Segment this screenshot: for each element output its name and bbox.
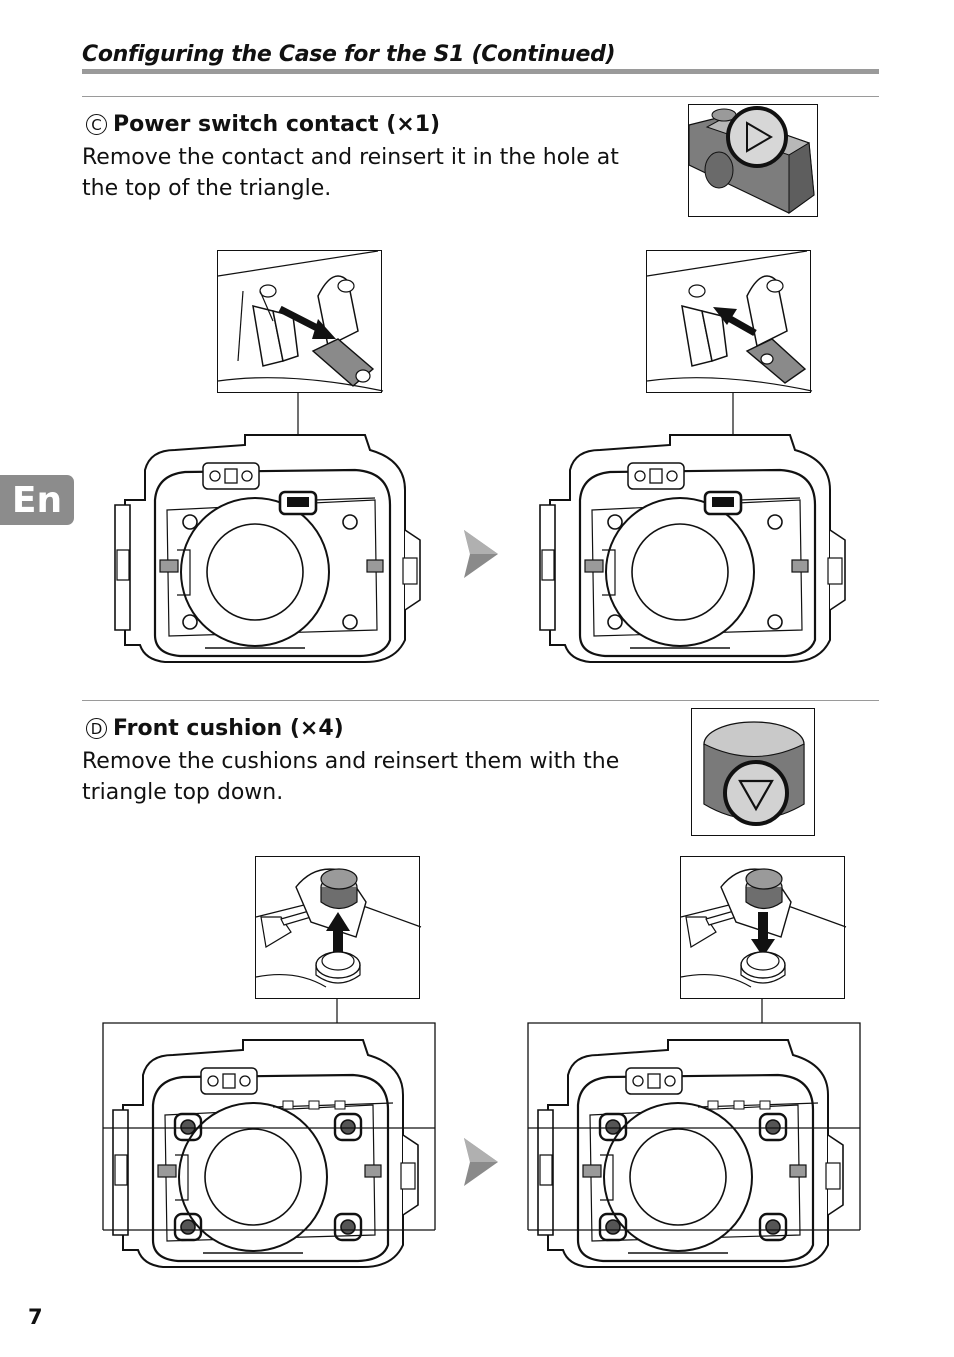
case-front-before xyxy=(114,434,421,663)
arrow-right-icon xyxy=(464,530,498,578)
cushion-detail-drawing xyxy=(703,721,805,826)
contact-removal-drawing xyxy=(217,250,384,392)
divider xyxy=(82,96,879,97)
case-cushions-before xyxy=(112,1039,419,1268)
section-d-body: Remove the cushions and reinsert them wi… xyxy=(82,749,620,805)
triangle-mark-icon xyxy=(738,779,774,812)
section-c-title: Power switch contact (×1) xyxy=(113,112,441,137)
contact-insertion-drawing xyxy=(646,250,813,392)
section-d-heading: D Front cushion (×4) xyxy=(86,716,344,741)
language-tab: En xyxy=(0,475,74,525)
cushion-detail-illustration xyxy=(691,708,815,836)
cushion-callout-frame xyxy=(527,1022,861,1231)
contact-detail-drawing xyxy=(688,106,815,214)
cushion-removal-drawing xyxy=(255,868,422,988)
triangle-mark-icon xyxy=(746,121,773,153)
contact-removal-closeup xyxy=(217,250,384,393)
leader-line xyxy=(761,999,763,1023)
contact-detail-illustration xyxy=(688,104,818,217)
section-d-letter: D xyxy=(86,718,107,739)
cushion-removal-closeup xyxy=(255,856,422,999)
section-d-title: Front cushion (×4) xyxy=(113,716,344,741)
section-c-heading: C Power switch contact (×1) xyxy=(86,112,440,137)
removal-arrow-icon xyxy=(278,305,336,339)
section-c-body: Remove the contact and reinsert it in th… xyxy=(82,145,619,201)
cushion-insertion-drawing xyxy=(680,868,847,988)
insertion-arrow-icon xyxy=(751,912,775,957)
cushion-insertion-closeup xyxy=(680,856,847,999)
divider xyxy=(82,700,879,701)
header-rule xyxy=(82,69,879,74)
insertion-arrow-icon xyxy=(713,307,757,337)
leader-line xyxy=(336,999,338,1023)
contact-insertion-closeup xyxy=(646,250,813,393)
arrow-right-icon xyxy=(464,1138,498,1186)
case-front-after xyxy=(539,434,846,663)
page-number: 7 xyxy=(28,1305,43,1329)
page-title: Configuring the Case for the S1 (Continu… xyxy=(82,42,616,67)
cushion-callout-frame xyxy=(102,1022,436,1231)
section-c-letter: C xyxy=(86,114,107,135)
